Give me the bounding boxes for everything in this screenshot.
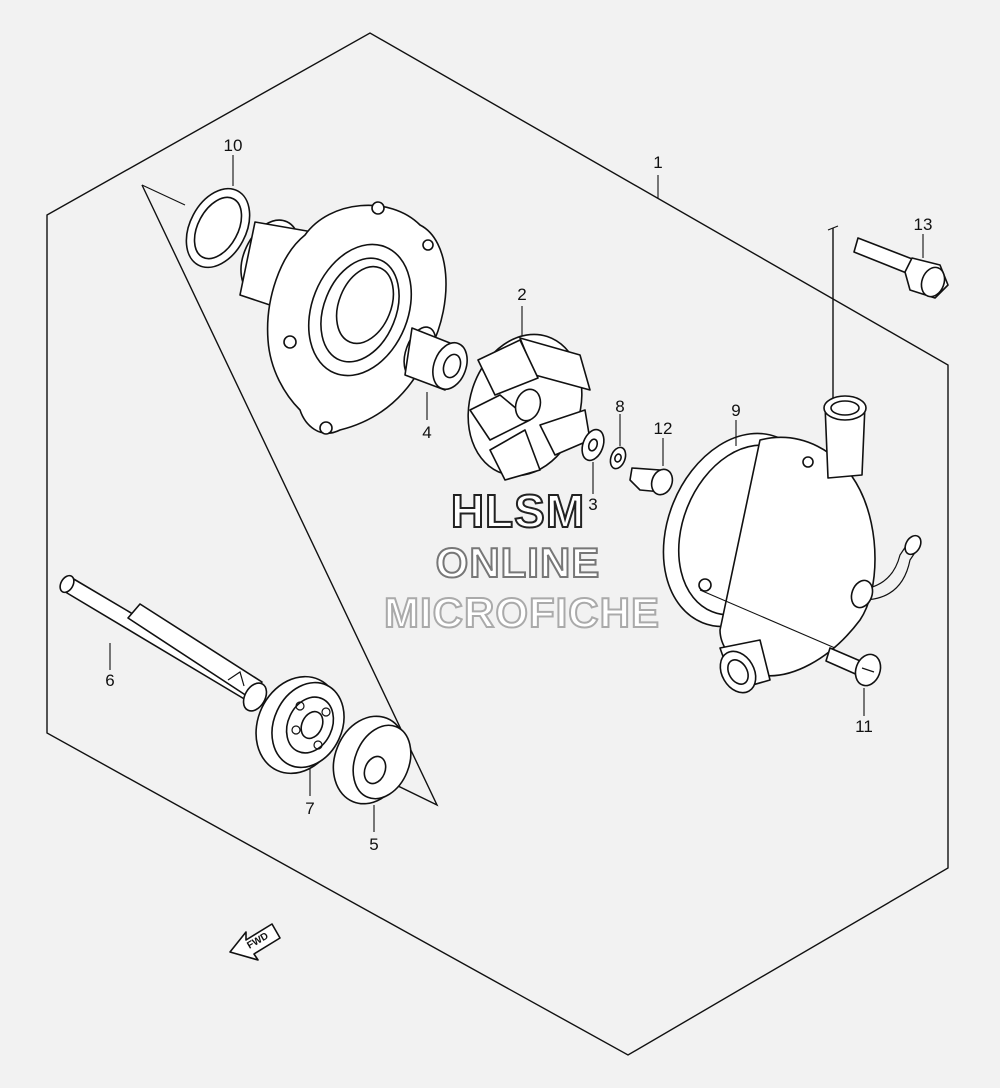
leader-9-bolt-line <box>699 589 836 649</box>
nut-part-12[interactable] <box>629 466 676 497</box>
sub-frame-top-edge <box>141 184 186 206</box>
pump-body-part-9[interactable] <box>636 395 924 699</box>
screw-part-11[interactable] <box>825 647 885 689</box>
callout-12: 12 <box>654 419 673 438</box>
callout-1: 1 <box>653 153 662 172</box>
impeller-part-2[interactable] <box>450 320 599 491</box>
callout-9: 9 <box>731 401 740 420</box>
pump-cover-housing[interactable] <box>230 201 447 435</box>
callout-6: 6 <box>105 671 114 690</box>
callout-10: 10 <box>224 136 243 155</box>
bearing-part-7[interactable] <box>241 663 358 787</box>
o-ring-part-10[interactable] <box>174 178 263 278</box>
callout-4: 4 <box>422 423 431 442</box>
shaft-part-6[interactable] <box>57 573 271 715</box>
callout-8: 8 <box>615 397 624 416</box>
small-washer-part-8[interactable] <box>608 445 629 470</box>
callout-3: 3 <box>588 495 597 514</box>
bracket-tick <box>827 225 839 231</box>
bolt-part-13[interactable] <box>853 237 949 300</box>
callout-11: 11 <box>855 717 873 736</box>
callout-2: 2 <box>517 285 526 304</box>
mechanical-seal-part-4[interactable] <box>398 323 473 394</box>
callout-7: 7 <box>305 799 314 818</box>
assembly-frame <box>46 32 949 1056</box>
watermark-line-2: ONLINE <box>436 539 601 586</box>
oil-seal-part-5[interactable] <box>321 705 422 815</box>
callout-5: 5 <box>369 835 378 854</box>
watermark-line-3: MICROFICHE <box>384 589 660 636</box>
washer-part-3[interactable] <box>578 427 608 464</box>
fwd-arrow-icon: FWD <box>229 923 281 961</box>
callout-13: 13 <box>914 215 933 234</box>
watermark-line-1: HLSM <box>451 485 585 537</box>
